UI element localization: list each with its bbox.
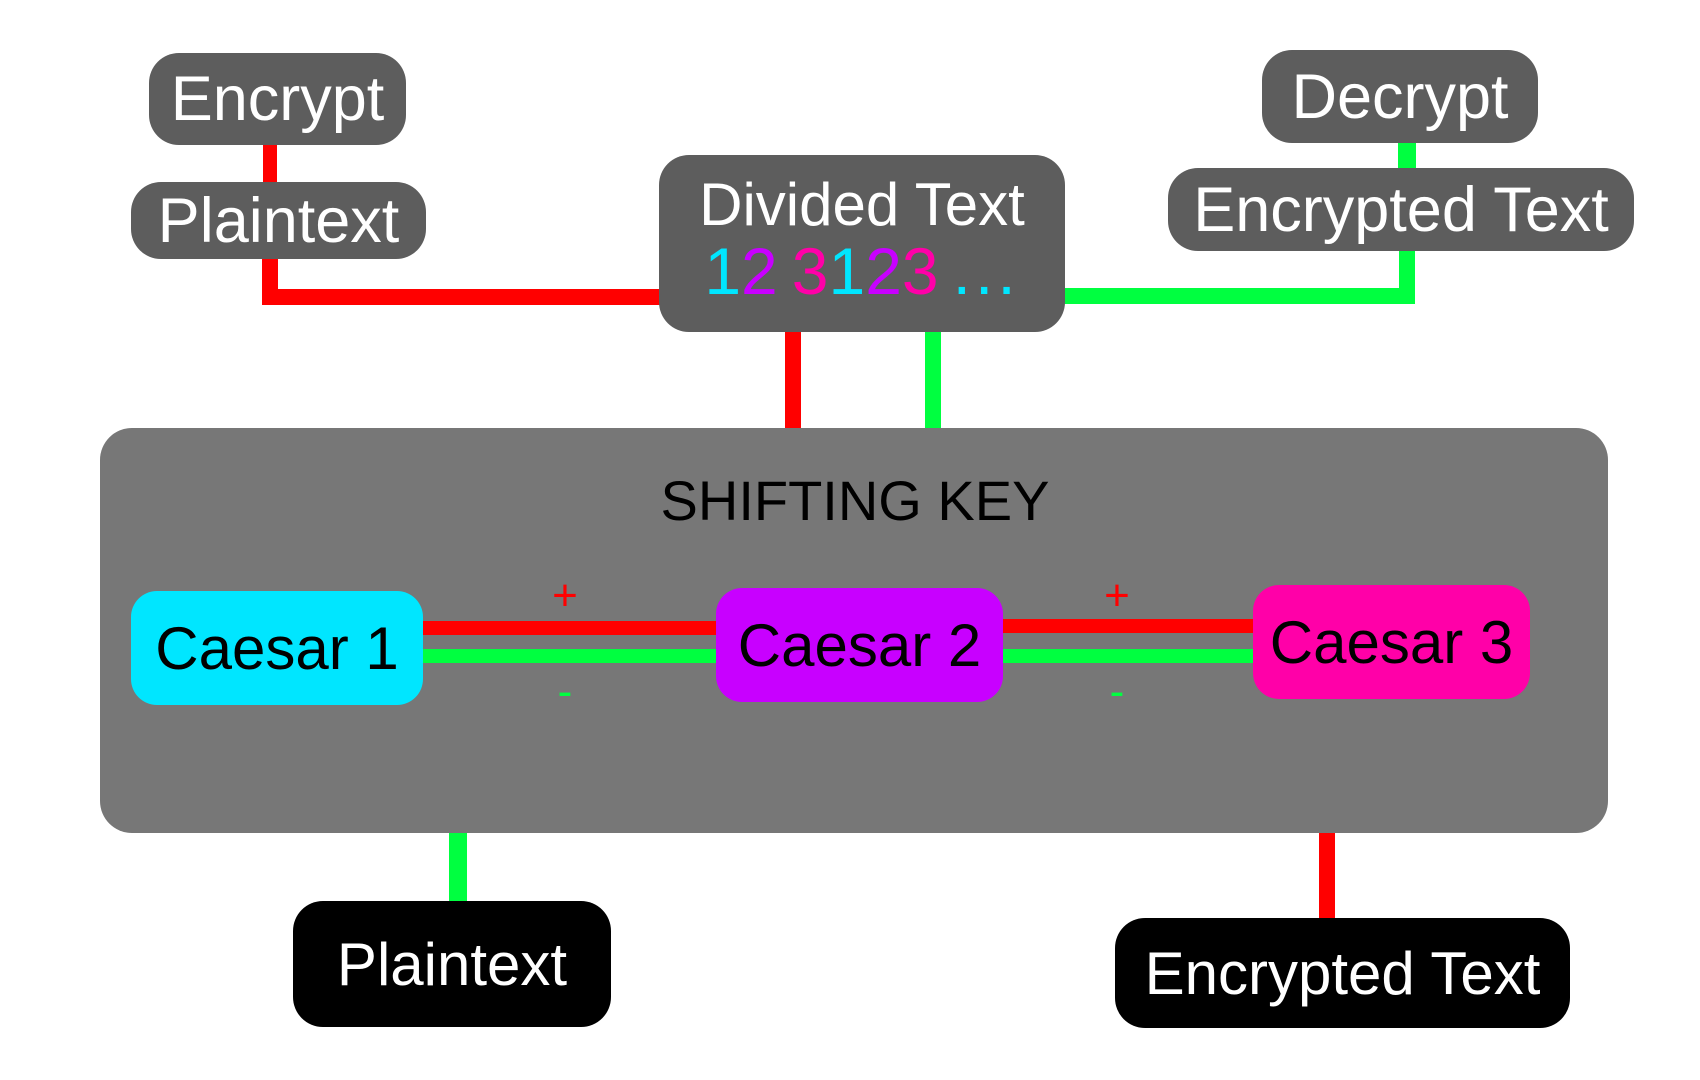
decrypt-label: Decrypt (1291, 61, 1509, 132)
caesar-1-label: Caesar 1 (155, 614, 399, 682)
plaintext-top-box: Plaintext (131, 182, 426, 259)
encrypt-box: Encrypt (149, 53, 406, 145)
divided-sequence-item: ... (952, 234, 1020, 308)
minus-sign-2: - (1109, 667, 1125, 716)
plus-sign-2: + (1104, 571, 1130, 620)
encrypt-connector-to-divided (262, 250, 665, 305)
divided-sequence-item: 3 (901, 234, 939, 308)
encrypted-text-bottom-box: Encrypted Text (1115, 918, 1570, 1028)
caesar-3-box: Caesar 3 (1253, 585, 1530, 699)
divided-sequence-item: 3 (791, 234, 829, 308)
plus-sign-1: + (552, 571, 578, 620)
encrypted-text-bottom-label: Encrypted Text (1144, 939, 1541, 1007)
plaintext-top-label: Plaintext (157, 185, 400, 256)
encrypted-text-top-label: Encrypted Text (1193, 174, 1609, 245)
caesar-2-label: Caesar 2 (737, 611, 982, 679)
divided-text-title: Divided Text (699, 171, 1025, 238)
plaintext-bottom-label: Plaintext (336, 930, 568, 998)
encrypt-label: Encrypt (170, 64, 385, 134)
caesar-3-label: Caesar 3 (1269, 608, 1514, 676)
caesar-2-box: Caesar 2 (716, 588, 1003, 702)
shifting-key-title: SHIFTING KEY (600, 465, 1110, 535)
encrypted-text-top-box: Encrypted Text (1168, 168, 1634, 251)
decrypt-box: Decrypt (1262, 50, 1538, 143)
plaintext-bottom-box: Plaintext (293, 901, 611, 1027)
minus-sign-1: - (557, 667, 573, 716)
decrypt-connector-to-divided (1060, 250, 1415, 304)
divided-sequence-item: 2 (741, 234, 778, 308)
divided-sequence-item: 1 (704, 234, 742, 308)
divided-sequence-item: 2 (865, 234, 902, 308)
shifting-key-title-text: SHIFTING KEY (660, 468, 1050, 532)
caesar-1-box: Caesar 1 (131, 591, 423, 705)
divided-sequence-item: 1 (828, 234, 866, 308)
